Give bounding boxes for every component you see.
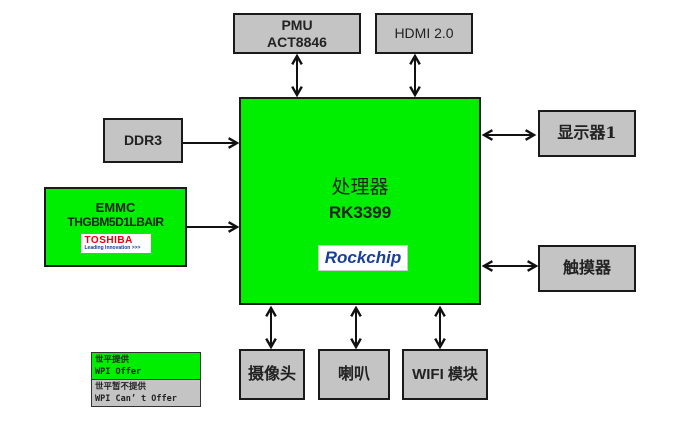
processor-model: RK3399 [328, 202, 392, 222]
speaker-block: 喇叭 [318, 349, 390, 400]
legend-not-provided-cn: 世平暂不提供 [95, 382, 147, 392]
legend-provided: 世平提供 WPI Offer [92, 353, 200, 380]
legend-provided-cn: 世平提供 [95, 355, 130, 365]
hdmi-label: HDMI 2.0 [394, 25, 454, 42]
toshiba-logo-text: TOSHIBA [84, 234, 133, 246]
legend: 世平提供 WPI Offer 世平暂不提供 WPI Can’ t Offer [91, 352, 201, 407]
speaker-label: 喇叭 [337, 364, 370, 384]
emmc-model: THGBM5D1LBAIR [67, 214, 164, 229]
emmc-block: EMMC THGBM5D1LBAIR TOSHIBA Leading Innov… [44, 187, 187, 267]
rockchip-logo: Rockchip [318, 245, 408, 271]
camera-block: 摄像头 [239, 349, 305, 400]
touch-label: 触摸器 [562, 258, 611, 278]
emmc-label: EMMC [95, 200, 136, 215]
ddr3-block: DDR3 [103, 118, 183, 163]
toshiba-logo-tagline: Leading Innovation >>> [84, 245, 141, 252]
processor-title: 处理器 [331, 176, 389, 198]
wifi-label: WIFI 模块 [412, 365, 478, 383]
toshiba-logo: TOSHIBA Leading Innovation >>> [80, 233, 151, 253]
hdmi-block: HDMI 2.0 [375, 13, 473, 54]
touch-block: 触摸器 [538, 245, 636, 292]
ddr3-label: DDR3 [123, 132, 163, 149]
display-block: 显示器1 [538, 110, 636, 157]
pmu-model: ACT8846 [267, 33, 327, 50]
camera-label: 摄像头 [247, 364, 296, 384]
legend-provided-en: WPI Offer [95, 367, 142, 377]
legend-not-provided-en: WPI Can’ t Offer [95, 394, 177, 404]
wifi-block: WIFI 模块 [402, 349, 488, 400]
pmu-block: PMU ACT8846 [233, 13, 361, 54]
legend-not-provided: 世平暂不提供 WPI Can’ t Offer [92, 380, 200, 406]
pmu-label: PMU [281, 17, 313, 34]
processor-block: 处理器 RK3399 [239, 97, 481, 305]
display-label: 显示器1 [557, 123, 617, 143]
